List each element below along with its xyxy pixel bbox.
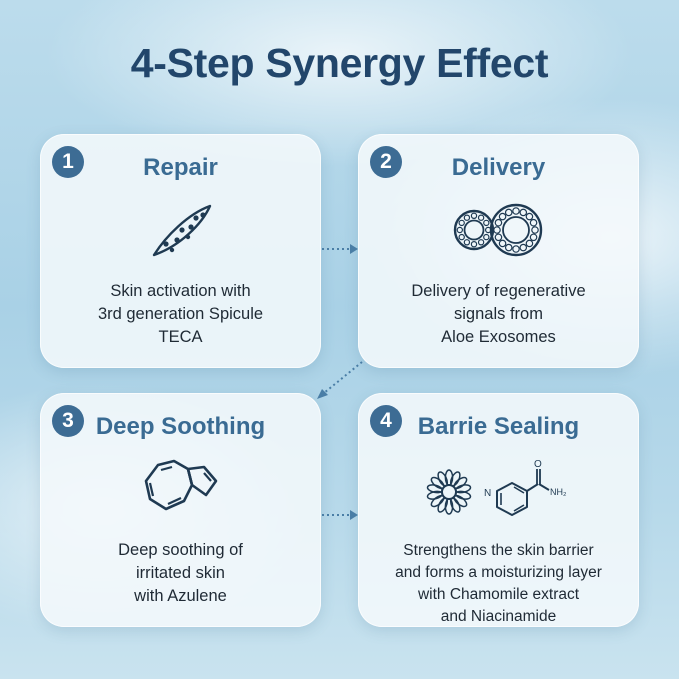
vesicle-dot bbox=[483, 233, 490, 241]
vesicle-dot bbox=[529, 233, 538, 242]
vesicle-dot bbox=[519, 243, 528, 252]
vesicle-dot bbox=[529, 218, 538, 227]
step-description: Delivery of regenerative signals from Al… bbox=[411, 282, 586, 346]
spicule-icon bbox=[152, 204, 212, 257]
vesicle-dot bbox=[494, 233, 503, 242]
step-card-barrier-sealing: 4 Barrie Sealing O N NH₂ Strengthens the… bbox=[358, 393, 639, 627]
vesicle-dot bbox=[458, 233, 465, 241]
vesicle-dot bbox=[456, 226, 464, 234]
nitrogen-label: N bbox=[484, 488, 491, 499]
amine-label: NH₂ bbox=[550, 487, 567, 497]
vesicle-dot bbox=[463, 239, 471, 246]
step-heading: Repair bbox=[143, 154, 218, 181]
vesicle-dot bbox=[494, 218, 503, 227]
vesicle-dot bbox=[504, 208, 513, 217]
step-heading: Delivery bbox=[451, 154, 546, 181]
vesicle-dot bbox=[531, 226, 539, 234]
vesicle-dot bbox=[519, 208, 528, 217]
step-description: Strengthens the skin barrier and forms a… bbox=[395, 542, 602, 625]
vesicle-dot bbox=[463, 214, 471, 221]
step-description: Deep soothing of irritated skin with Azu… bbox=[118, 541, 243, 605]
niacinamide-molecule-icon: O N NH₂ bbox=[484, 459, 567, 516]
vesicle-dot bbox=[512, 245, 520, 253]
arrow-step2-to-step3 bbox=[317, 361, 363, 399]
vesicle-dot bbox=[477, 214, 485, 221]
step-number-badge: 2 bbox=[370, 146, 402, 178]
azulene-molecule-icon bbox=[144, 459, 218, 511]
step-description: Skin activation with 3rd generation Spic… bbox=[97, 282, 264, 346]
vesicle-dot bbox=[485, 226, 492, 234]
step-number-badge: 4 bbox=[370, 405, 402, 437]
step-card-deep-soothing: 3 Deep Soothing Deep soothing of irritat… bbox=[40, 393, 321, 627]
vesicle-dot bbox=[470, 241, 478, 248]
vesicle-dot bbox=[458, 219, 465, 227]
vesicle-dot bbox=[512, 207, 520, 215]
step-heading: Barrie Sealing bbox=[417, 413, 580, 440]
vesicle-dot bbox=[525, 212, 534, 221]
exosome-icon bbox=[453, 203, 543, 257]
arrow-step1-to-step2 bbox=[322, 244, 358, 254]
vesicle-dot bbox=[477, 239, 485, 246]
page-title: 4-Step Synergy Effect bbox=[130, 40, 549, 86]
chamomile-flower-icon bbox=[426, 469, 472, 515]
vesicle-dot bbox=[504, 243, 513, 252]
step-number-badge: 3 bbox=[52, 405, 84, 437]
arrow-step3-to-step4 bbox=[322, 510, 358, 520]
step-number-badge: 1 bbox=[52, 146, 84, 178]
oxygen-label: O bbox=[534, 459, 542, 470]
vesicle-dot bbox=[483, 219, 490, 227]
vesicle-dot bbox=[525, 239, 534, 248]
step-card-repair: 1 Repair Skin activation with 3rd genera… bbox=[40, 134, 321, 368]
vesicle-dot bbox=[470, 212, 478, 220]
step-heading: Deep Soothing bbox=[95, 413, 266, 440]
vesicle-dot bbox=[493, 226, 501, 234]
step-card-delivery: 2 Delivery Delivery of regenerative sign… bbox=[358, 134, 639, 368]
vesicle-dot bbox=[498, 239, 507, 248]
vesicle-dot bbox=[498, 212, 507, 221]
